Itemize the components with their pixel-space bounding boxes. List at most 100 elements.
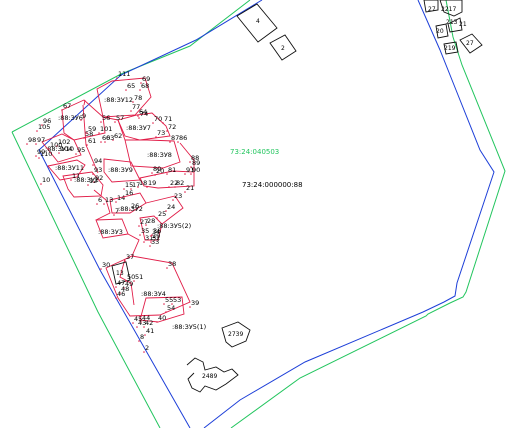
point-marker-64 [137, 115, 139, 117]
point-marker-62 [112, 139, 114, 141]
point-label-19: 19 [148, 179, 156, 187]
point-label-30: 30 [102, 261, 110, 269]
point-label-56: 56 [102, 114, 110, 122]
point-marker-87 [169, 141, 171, 143]
point-label-44: 44 [142, 314, 150, 322]
parcel-zu8 [124, 139, 181, 169]
zone-label-zu6: :88:ЗУ6 [58, 114, 83, 122]
point-label-43: 43 [138, 319, 146, 327]
point-label-60: 60 [102, 134, 110, 142]
zone-label-zu12: :88:ЗУ12 [104, 96, 133, 104]
point-label-55: 55 [165, 296, 173, 304]
point-marker-97 [35, 143, 37, 145]
inner-boundary-line-left [38, 149, 191, 428]
point-marker-73 [155, 136, 157, 138]
point-marker-22 [168, 186, 170, 188]
point-label-48: 48 [121, 285, 129, 293]
point-label-10: 10 [42, 176, 50, 184]
zone-label-zu7: :88:ЗУ7 [126, 124, 151, 132]
point-label-27: 27 [140, 218, 148, 226]
point-label-90: 90 [192, 166, 200, 174]
point-label-46: 46 [117, 290, 125, 298]
point-marker-74 [138, 117, 140, 119]
point-label-7: 7 [115, 207, 119, 215]
point-label-100: 100 [50, 141, 62, 149]
point-label-97: 97 [37, 136, 45, 144]
parcel-zu11 [47, 159, 86, 181]
point-label-6: 6 [98, 196, 102, 204]
parcel-zu5-1 [139, 296, 185, 323]
parcel-zu9 [103, 158, 141, 183]
point-marker-95 [75, 153, 77, 155]
point-label-102: 102 [58, 138, 70, 146]
point-marker-29 [150, 239, 152, 241]
point-label-86: 86 [179, 134, 187, 142]
point-marker-28 [145, 224, 147, 226]
point-label-91: 91 [186, 166, 194, 174]
parcel-divider-b [102, 116, 126, 141]
house-label-corner-20: 20 [436, 28, 444, 35]
point-marker-33 [149, 245, 151, 247]
house-label-corner-213: 213 [446, 19, 458, 26]
parcel-divider-c [83, 99, 86, 106]
point-label-12: 12 [89, 177, 97, 185]
point-marker-89 [190, 166, 192, 168]
point-marker-8 [138, 340, 140, 342]
house-label-corner-21: 21 [459, 21, 467, 28]
point-label-69: 69 [142, 75, 150, 83]
outer-boundary-line [11, 0, 251, 133]
point-marker-38 [166, 267, 168, 269]
point-label-95: 95 [77, 146, 85, 154]
point-label-88: 88 [191, 154, 199, 162]
point-marker-63 [104, 141, 106, 143]
point-label-18: 18 [139, 179, 147, 187]
point-label-81: 81 [168, 166, 176, 174]
point-label-61: 61 [88, 137, 96, 145]
point-marker-20 [154, 174, 156, 176]
point-label-96: 96 [43, 117, 51, 125]
point-marker-47 [115, 286, 117, 288]
point-marker-80 [151, 172, 153, 174]
point-marker-82 [174, 186, 176, 188]
point-marker-58 [83, 137, 85, 139]
point-label-62: 62 [114, 132, 122, 140]
parcel-zu4 [105, 255, 191, 317]
point-marker-39 [189, 306, 191, 308]
point-marker-54 [165, 311, 167, 313]
point-marker-65 [125, 89, 127, 91]
point-label-22: 22 [170, 179, 178, 187]
zone-label-zu3: :88:ЗУ3 [98, 228, 123, 236]
point-label-29: 29 [152, 232, 160, 240]
point-marker-60 [100, 141, 102, 143]
point-label-77: 77 [132, 103, 140, 111]
point-marker-37 [124, 260, 126, 262]
point-marker-111 [116, 77, 118, 79]
outer-boundary-line-right [230, 0, 506, 428]
point-marker-92 [93, 181, 95, 183]
zone-labels: :88:ЗУ12 :88:ЗУ6 :88:ЗУ7 :88:ЗУ10 :88:ЗУ… [45, 96, 206, 331]
point-label-51: 51 [135, 273, 143, 281]
point-marker-15 [123, 188, 125, 190]
point-marker-36 [151, 234, 153, 236]
point-label-39: 39 [191, 299, 199, 307]
point-marker-72 [166, 130, 168, 132]
point-marker-96 [41, 124, 43, 126]
parcel-divider-a [82, 104, 99, 174]
house-label-4: 4 [256, 18, 260, 25]
point-label-73: 73 [157, 129, 165, 137]
point-marker-81 [166, 173, 168, 175]
point-label-36: 36 [153, 227, 161, 235]
point-label-63: 63 [106, 134, 114, 142]
point-marker-70 [152, 122, 154, 124]
point-marker-32 [150, 241, 152, 243]
inner-boundary-line [38, 0, 263, 151]
building-27 [459, 33, 483, 54]
point-marker-77 [130, 110, 132, 112]
point-marker-18 [137, 186, 139, 188]
point-label-28: 28 [147, 217, 155, 225]
point-marker-50 [125, 280, 127, 282]
point-label-110: 110 [40, 150, 52, 158]
point-marker-93 [92, 173, 94, 175]
